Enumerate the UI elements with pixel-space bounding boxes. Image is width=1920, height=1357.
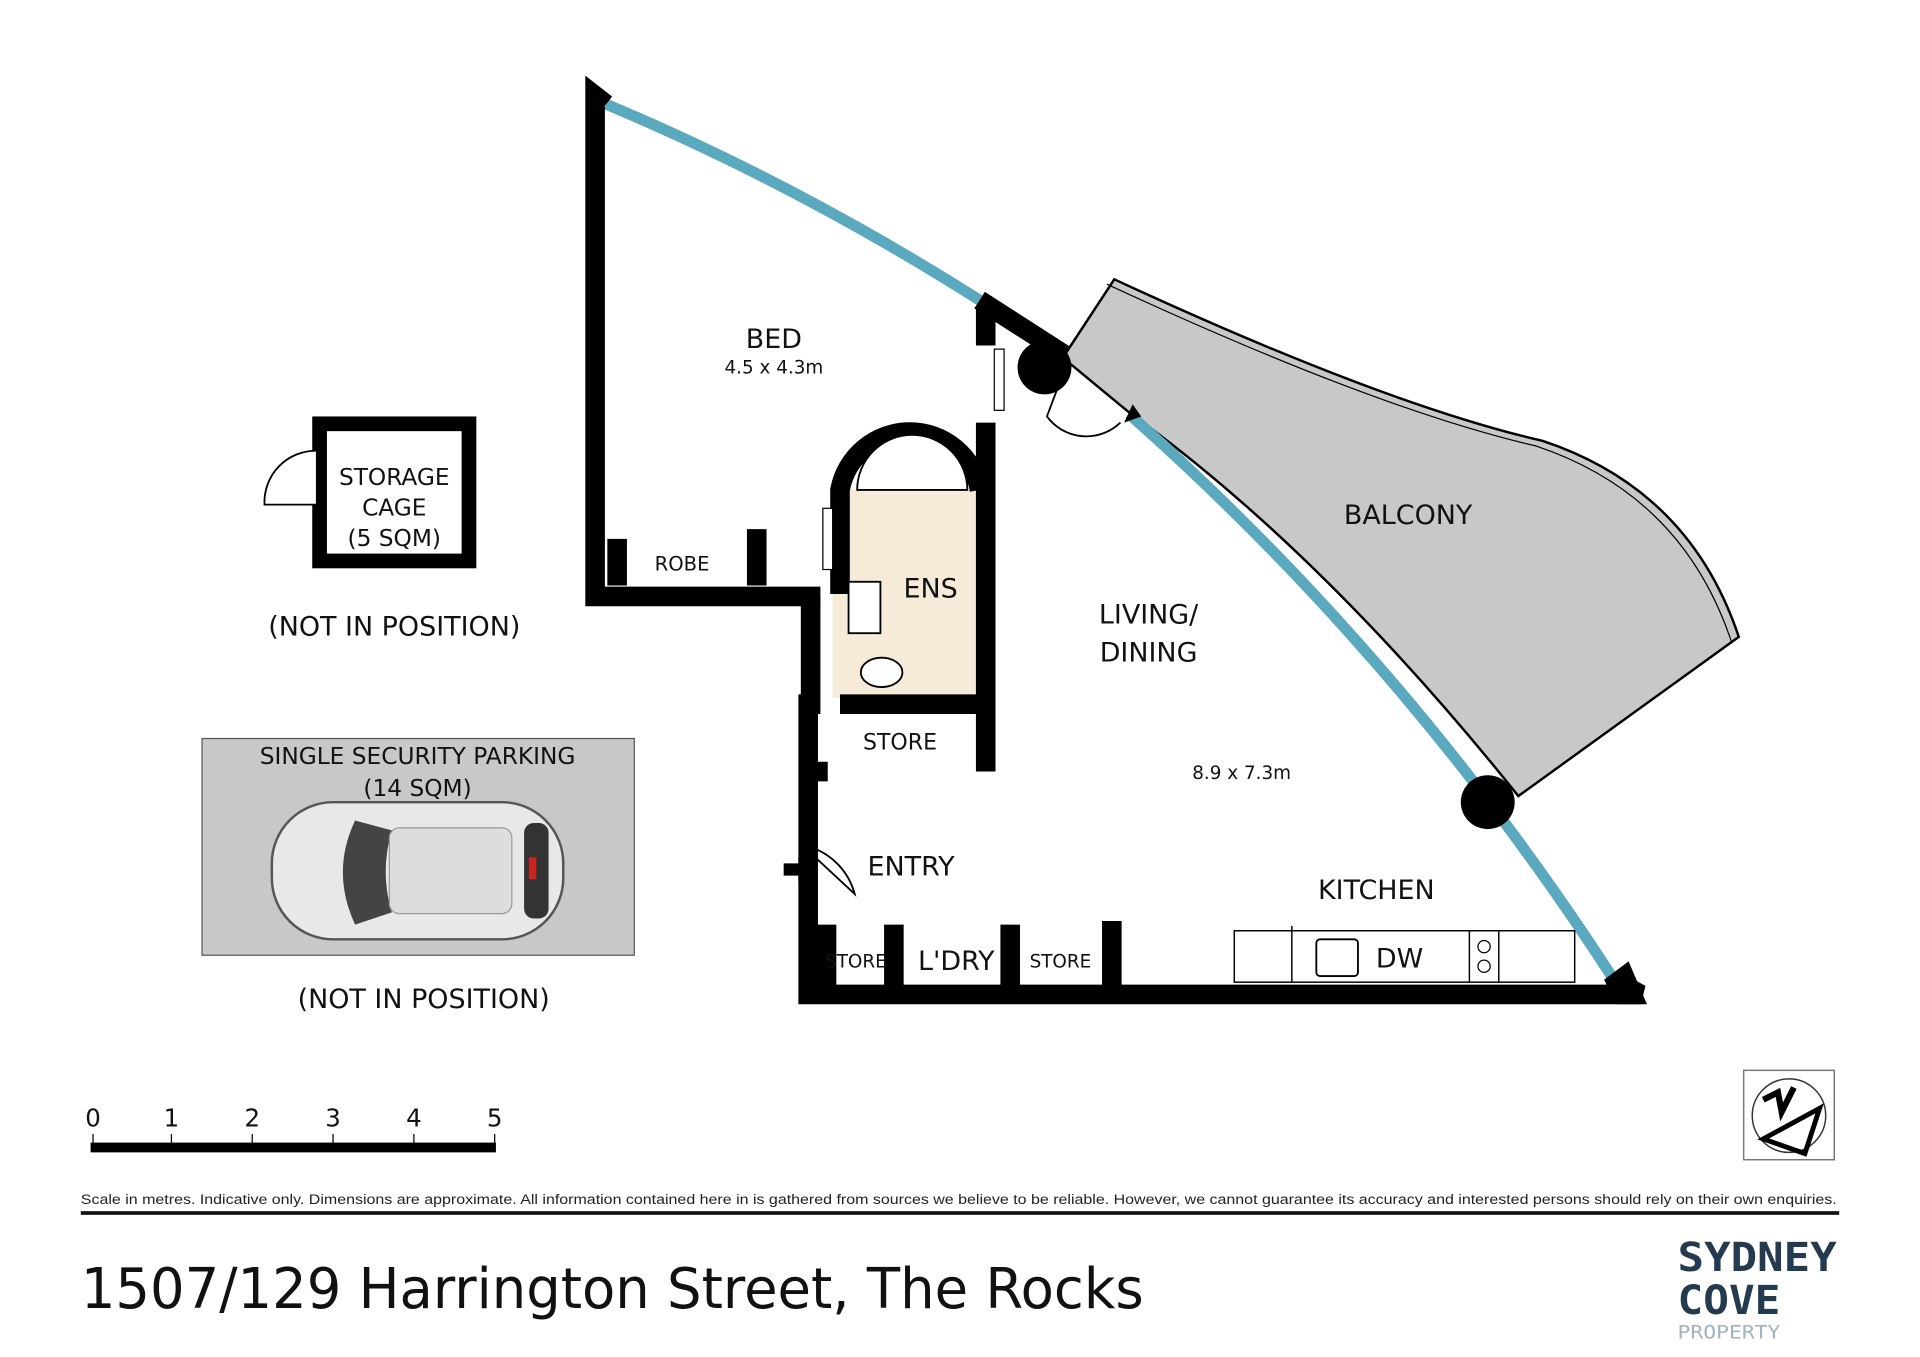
- svg-text:4: 4: [406, 1104, 422, 1133]
- store-right-label: STORE: [1030, 951, 1092, 972]
- basin-icon: [847, 580, 882, 635]
- bed-label: BED: [746, 324, 802, 355]
- sink-icon: [1315, 938, 1359, 977]
- walls: [585, 75, 1647, 1005]
- svg-text:1: 1: [164, 1104, 180, 1133]
- svg-text:3: 3: [325, 1104, 341, 1133]
- living-window: [1125, 409, 1619, 983]
- shower-icon: [856, 433, 969, 491]
- parking-space: SINGLE SECURITY PARKING (14 SQM): [201, 737, 635, 956]
- bed-size: 4.5 x 4.3m: [724, 358, 823, 379]
- storage-cage: STORAGE CAGE (5 SQM): [263, 416, 477, 569]
- laundry-label: L'DRY: [918, 946, 995, 977]
- north-compass-icon: [1742, 1069, 1836, 1161]
- ensuite-label: ENS: [903, 574, 957, 605]
- store-upper-label: STORE: [863, 731, 937, 756]
- cooktop-icon: [1477, 939, 1491, 954]
- svg-text:2: 2: [244, 1104, 260, 1133]
- entry-door[interactable]: [801, 844, 857, 897]
- ensuite-door[interactable]: [822, 507, 834, 571]
- svg-text:0: 0: [85, 1104, 101, 1133]
- svg-text:(14 SQM): (14 SQM): [363, 775, 471, 802]
- balcony-area: [1061, 277, 1741, 798]
- living-label-1: LIVING/: [1099, 599, 1199, 630]
- storage-cage-note: (NOT IN POSITION): [268, 612, 520, 643]
- svg-text:(5 SQM): (5 SQM): [348, 525, 441, 552]
- kitchen-bench: [1233, 930, 1576, 983]
- svg-text:PROPERTY: PROPERTY: [1678, 1323, 1781, 1344]
- toilet-icon: [859, 656, 904, 688]
- disclaimer: Scale in metres. Indicative only. Dimens…: [81, 1191, 1837, 1207]
- bed-door[interactable]: [993, 348, 1005, 411]
- car-icon: [270, 800, 565, 941]
- svg-text:STORAGE: STORAGE: [339, 464, 450, 491]
- svg-text:CAGE: CAGE: [362, 495, 426, 522]
- balcony-door[interactable]: [1045, 367, 1122, 438]
- robe-label: ROBE: [655, 553, 710, 576]
- scale-bar: 0 1 2 3 4 5: [85, 1104, 502, 1153]
- entry-arrow-icon: [783, 857, 811, 882]
- living-size: 8.9 x 7.3m: [1192, 763, 1291, 784]
- kitchen-label: KITCHEN: [1318, 875, 1435, 906]
- store-left-label: STORE: [825, 951, 887, 972]
- bedroom-window: [603, 99, 983, 305]
- entry-label: ENTRY: [868, 852, 956, 883]
- footer-divider: [80, 1211, 1840, 1215]
- balcony-label: BALCONY: [1344, 500, 1473, 531]
- svg-text:SINGLE SECURITY PARKING: SINGLE SECURITY PARKING: [260, 743, 576, 770]
- svg-text:SYDNEY: SYDNEY: [1678, 1233, 1838, 1281]
- property-address: 1507/129 Harrington Street, The Rocks: [81, 1257, 1144, 1322]
- svg-text:5: 5: [487, 1104, 503, 1133]
- parking-note: (NOT IN POSITION): [298, 984, 550, 1015]
- sydney-cove-logo: SYDNEY COVE PROPERTY: [1678, 1233, 1838, 1343]
- dw-label: DW: [1376, 943, 1423, 974]
- living-label-2: DINING: [1100, 637, 1198, 668]
- svg-text:COVE: COVE: [1678, 1276, 1781, 1324]
